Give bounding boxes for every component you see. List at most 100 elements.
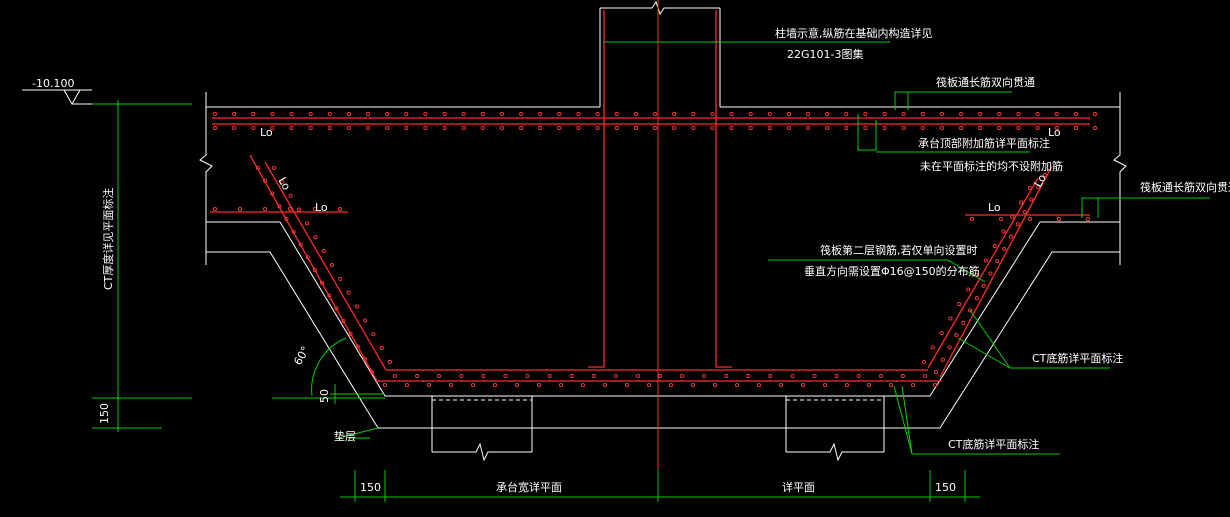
- rebar-dot: [978, 125, 983, 131]
- rebar-dot: [355, 344, 360, 349]
- rebar-dot: [334, 306, 339, 311]
- rebar-dot: [614, 125, 619, 131]
- rebar-dot: [672, 111, 677, 117]
- rebar-dot: [680, 373, 685, 379]
- rebar-dot: [557, 111, 562, 117]
- dim-50: 50: [318, 389, 331, 403]
- rebar-dot: [291, 229, 296, 234]
- rebar-dot: [499, 111, 505, 117]
- rebar-dot: [379, 346, 384, 351]
- dim-plan: 详平面: [782, 480, 815, 494]
- rebar-dot: [657, 373, 663, 379]
- rebar-dot: [652, 111, 658, 117]
- lo-label: Lo: [260, 126, 273, 139]
- rebar-dot: [1054, 125, 1059, 131]
- rebar-dot: [932, 382, 938, 388]
- rebar-dot: [519, 111, 524, 117]
- rebar-dot: [576, 125, 581, 131]
- rebar-dot: [712, 382, 718, 388]
- rebar-dot: [1035, 111, 1040, 117]
- rebar-dot: [786, 125, 791, 131]
- rebar-dot: [974, 272, 980, 278]
- dim-cap-width: 承台宽详平面: [496, 480, 562, 494]
- rebar-dot: [690, 382, 696, 388]
- raft-top-through-label: 筏板通长筋双向贯通: [936, 75, 1035, 89]
- rebar-dot: [514, 382, 520, 388]
- rebar-dot: [385, 125, 390, 131]
- rebar-dot: [672, 125, 677, 131]
- rebar-dot: [939, 125, 945, 131]
- rebar-dot: [710, 125, 715, 131]
- rebar-dot: [748, 111, 753, 117]
- rebar-dot: [470, 382, 476, 388]
- rebar-dot: [812, 373, 817, 379]
- rebar-dot: [1042, 172, 1048, 178]
- rebar-dot: [525, 373, 530, 379]
- rebar-dot: [668, 382, 674, 388]
- rebar-dot: [459, 373, 464, 379]
- lo-label: Lo: [1031, 172, 1049, 190]
- rebar-dot: [981, 283, 986, 288]
- rebar-dot: [844, 111, 849, 117]
- column-note-1: 柱墙示意,纵筋在基础内构造详见: [775, 26, 933, 40]
- dim-150-left: 150: [98, 403, 111, 424]
- rebar-dot: [499, 125, 505, 131]
- rebar-dot: [805, 125, 811, 131]
- rebar-dot: [212, 206, 218, 212]
- column-note-2: 22G101-3图集: [787, 47, 863, 61]
- rebar-dot: [997, 125, 1002, 131]
- rebar-dot: [557, 125, 562, 131]
- rebar-dot: [280, 179, 285, 184]
- rebar-dot: [503, 373, 508, 379]
- rebar-dot: [974, 296, 979, 301]
- rebar-dot: [442, 125, 447, 131]
- rebar-dot: [327, 293, 332, 298]
- rebar-dot: [255, 165, 261, 171]
- rebar-dot: [426, 382, 432, 388]
- rebar-dot: [558, 382, 564, 388]
- rebar-dot: [305, 221, 310, 226]
- rebar-dot: [415, 373, 420, 379]
- rebar-dot: [392, 373, 398, 379]
- rebar-dot: [212, 111, 218, 117]
- rebar-dot: [983, 258, 988, 263]
- elevation-label: -10.100: [32, 77, 74, 90]
- rebar-dot: [461, 111, 466, 117]
- rebar-dot: [920, 111, 925, 117]
- rebar-dot: [371, 332, 376, 337]
- rebar-dot: [404, 382, 410, 388]
- ct-bottom-rebar-label-1: CT底筋详平面标注: [1032, 351, 1123, 365]
- rebar-dot: [212, 125, 218, 131]
- rebar-dot: [1001, 229, 1006, 234]
- rebar-dot: [442, 111, 447, 117]
- angle-label: 60°: [291, 344, 312, 367]
- rebar-dot: [461, 125, 466, 131]
- rebar-dot: [1035, 125, 1040, 131]
- rebar-dot: [790, 373, 795, 379]
- rebar-dot: [844, 125, 849, 131]
- rebar-lines: [210, 10, 1090, 382]
- rebar-dot: [271, 165, 277, 171]
- rebar-dot: [481, 373, 486, 379]
- rebar-dot: [404, 125, 409, 131]
- rebar-dot: [825, 111, 830, 117]
- rebar-dot: [863, 111, 868, 117]
- rebar-dot: [930, 345, 935, 350]
- rebar-dot: [729, 125, 734, 131]
- rebar-dot: [997, 111, 1002, 117]
- rebar-dot: [595, 111, 600, 117]
- rebar-dot: [296, 207, 301, 212]
- rebar-dot: [633, 125, 638, 131]
- rebar-dot: [778, 382, 784, 388]
- rebar-dot: [298, 242, 303, 247]
- rebar-dot: [312, 206, 318, 212]
- rebar-dot: [289, 111, 294, 117]
- rebar-dot: [492, 382, 498, 388]
- rebar-dot: [614, 111, 619, 117]
- rebar-dot: [995, 259, 1000, 264]
- lo-label: Lo: [988, 201, 1001, 214]
- rebar-dot: [939, 111, 945, 117]
- rebar-dots: [212, 111, 1098, 388]
- rebar-dot: [888, 382, 894, 388]
- second-layer-label-1: 筏板第二层钢筋,若仅单向设置时: [820, 243, 978, 257]
